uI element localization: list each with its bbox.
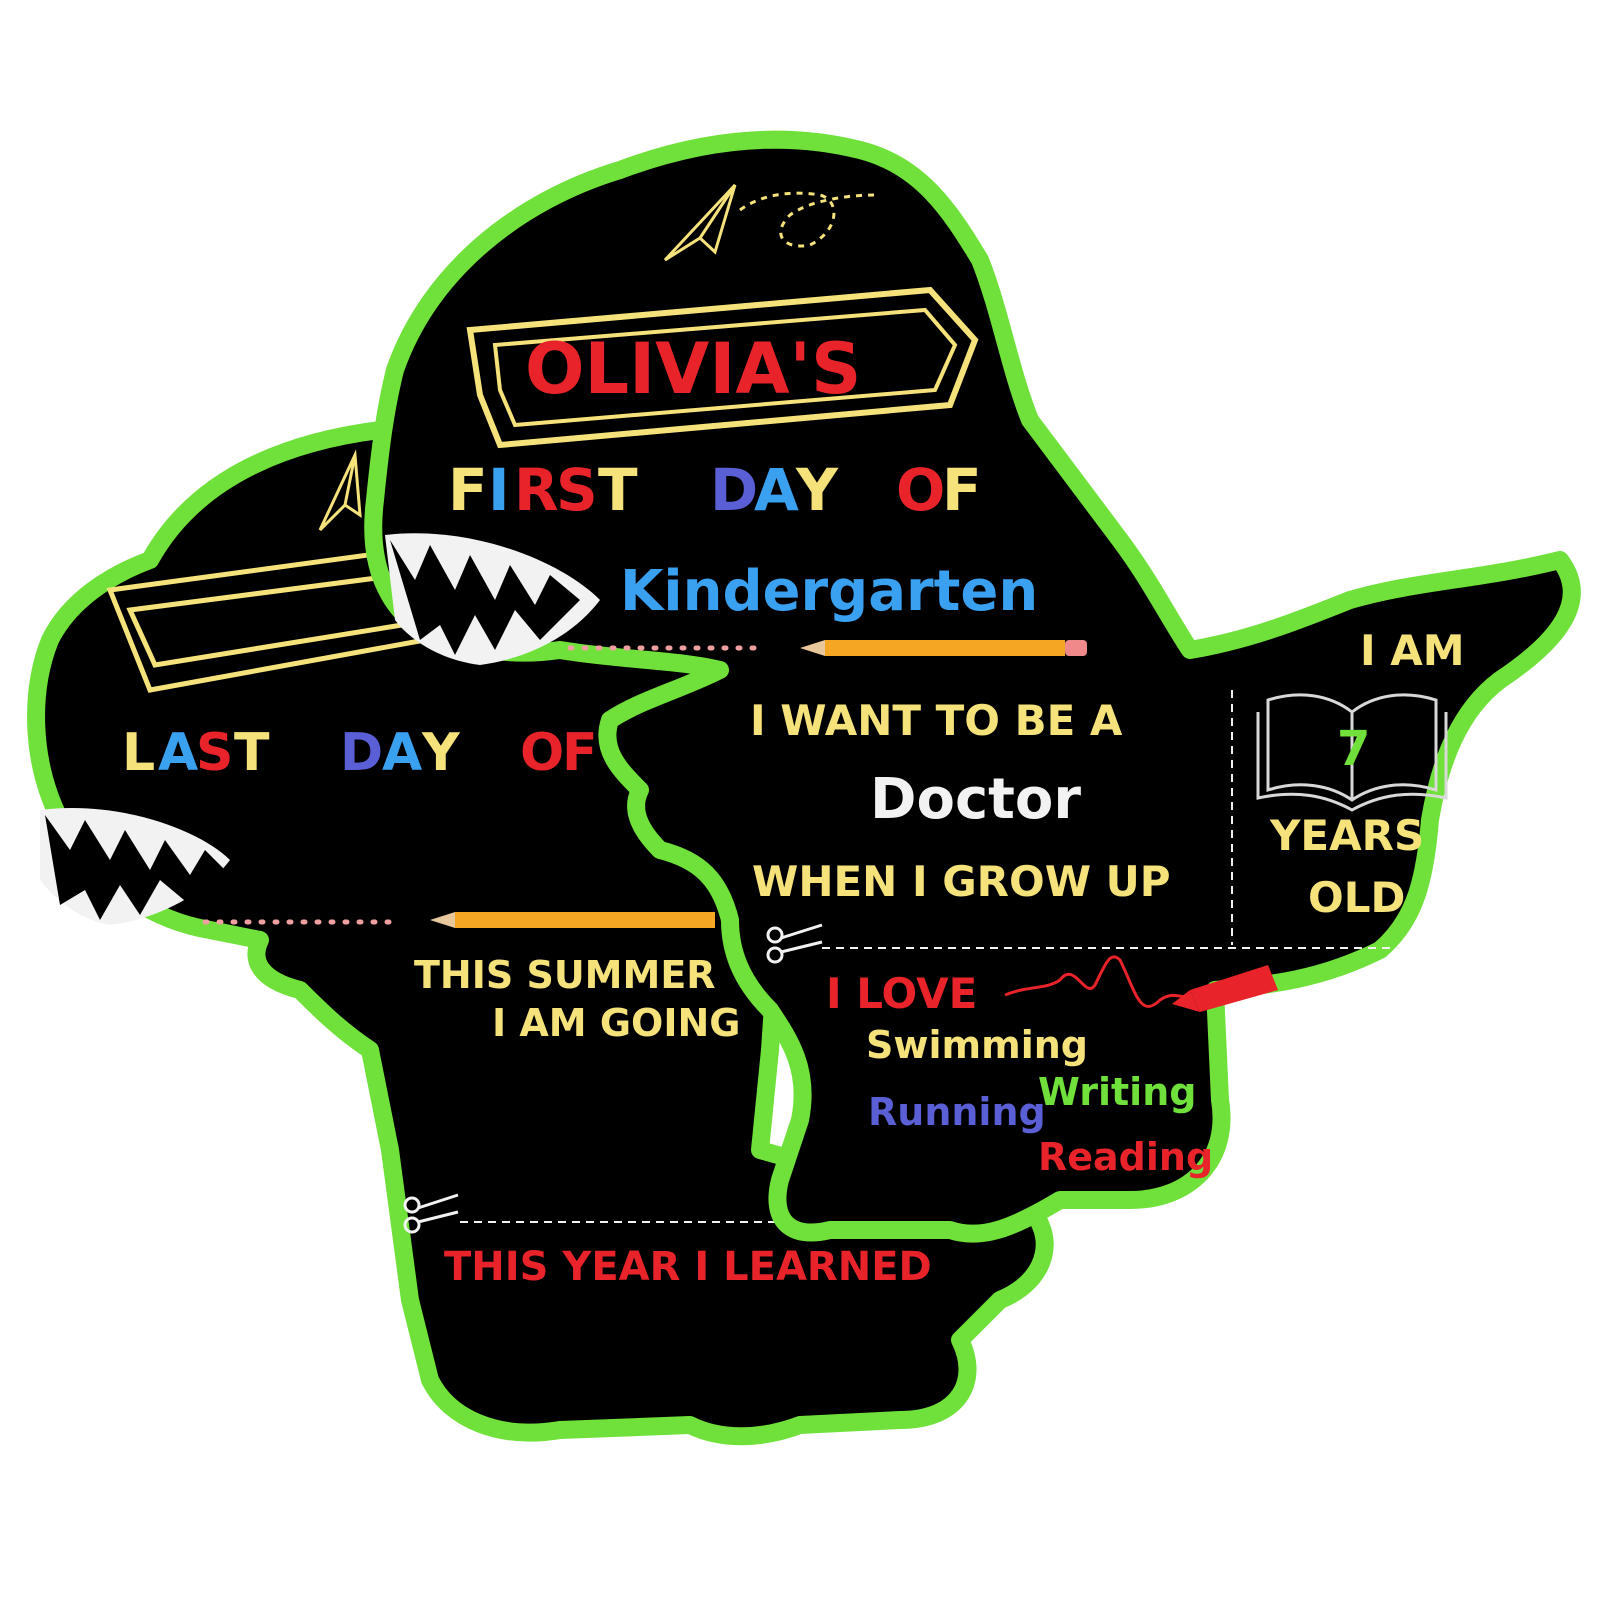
age-text-line1: YEARS (1269, 811, 1424, 860)
love-item: Writing (1038, 1070, 1196, 1114)
header-letter: I (488, 456, 510, 524)
love-title: I LOVE (826, 969, 977, 1018)
love-item: Reading (1038, 1135, 1213, 1179)
pencil-icon (430, 912, 715, 928)
age-text-line2: OLD (1308, 873, 1405, 922)
scribble-line (1004, 955, 1191, 1008)
header-letter: S (556, 456, 598, 524)
pencil-icon (800, 640, 1087, 656)
dinosaur-teeth-icon (40, 808, 230, 925)
learned-text: THIS YEAR I LEARNED (444, 1244, 932, 1290)
header-letter: F (448, 456, 488, 524)
last-day-of-heading: L A S T D A Y O F (122, 723, 598, 783)
child-name: OLIVIA'S (525, 328, 861, 410)
dinosaur-teeth-icon (385, 533, 600, 665)
summer-text-line1: THIS SUMMER (414, 953, 716, 997)
open-book-icon (1256, 693, 1448, 812)
header-letter: T (234, 723, 270, 783)
age-number: 7 (1337, 721, 1370, 777)
age-text-top: I AM (1360, 626, 1465, 675)
header-letter: T (598, 456, 638, 524)
header-letter: O (896, 456, 945, 524)
want-text-line2: WHEN I GROW UP (752, 857, 1171, 906)
grade-text: Kindergarten (620, 559, 1038, 624)
scissors-icon (403, 1193, 459, 1234)
header-letter: F (942, 456, 982, 524)
header-letter: R (514, 456, 559, 524)
front-board: OLIVIA'S F I R S T D A Y O F Kindergarte… (364, 130, 1581, 1243)
header-letter: S (196, 723, 233, 783)
header-letter: Y (795, 456, 839, 524)
job-text: Doctor (870, 767, 1081, 832)
name-banner: OLIVIA'S (466, 286, 979, 449)
header-letter: D (340, 723, 383, 783)
header-letter: D (710, 456, 758, 524)
header-letter: A (382, 723, 422, 783)
want-text-line1: I WANT TO BE A (750, 696, 1123, 745)
crayon-icon (1172, 965, 1278, 1012)
paper-plane-icon (663, 183, 876, 262)
header-letter: A (158, 723, 198, 783)
header-letter: O (520, 723, 564, 783)
scissors-icon (766, 923, 823, 964)
summer-text-line2: I AM GOING (492, 1001, 740, 1045)
first-day-of-heading: F I R S T D A Y O F (448, 456, 982, 524)
header-letter: L (122, 723, 155, 783)
love-item: Swimming (866, 1023, 1088, 1067)
paper-plane-icon (318, 449, 362, 532)
header-letter: A (754, 456, 799, 524)
header-letter: F (562, 723, 598, 783)
header-letter: Y (421, 723, 461, 783)
love-item: Running (868, 1090, 1046, 1134)
